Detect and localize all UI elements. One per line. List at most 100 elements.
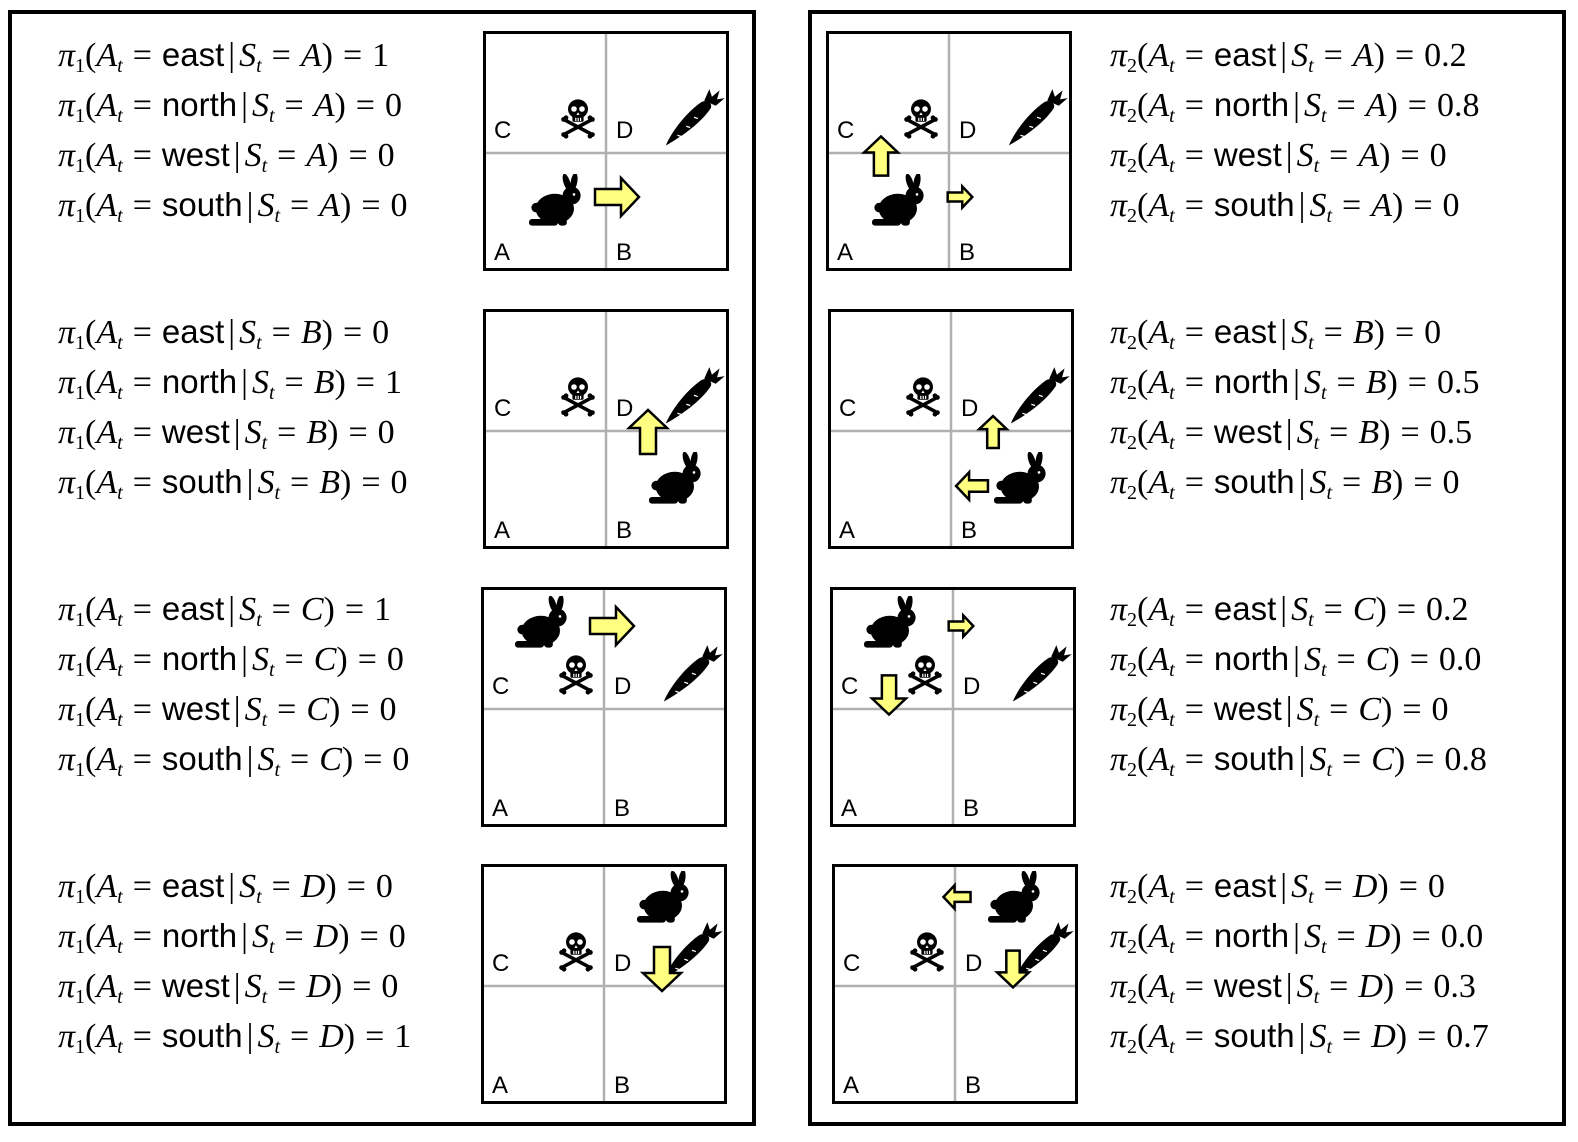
time-subscript: t bbox=[117, 482, 123, 504]
action-variable: A bbox=[96, 414, 118, 451]
state-variable: S bbox=[239, 37, 257, 74]
open-paren: ( bbox=[1137, 968, 1149, 1005]
open-paren: ( bbox=[1137, 591, 1149, 628]
time-subscript: t bbox=[268, 936, 275, 958]
cell-label-c: C bbox=[839, 395, 856, 422]
state-variable: S bbox=[1309, 464, 1327, 501]
open-paren: ( bbox=[1137, 37, 1149, 74]
close-paren: ) bbox=[1393, 741, 1406, 778]
equals-sign: = bbox=[355, 364, 375, 401]
cell-label-d: D bbox=[961, 395, 978, 422]
probability-value: 0.0 bbox=[1440, 918, 1484, 955]
state-variable: S bbox=[244, 968, 262, 1005]
time-subscript: t bbox=[1169, 709, 1175, 731]
cell-label-b: B bbox=[616, 517, 632, 544]
arrow-icon bbox=[625, 408, 671, 456]
policy-index: 1 bbox=[75, 986, 86, 1008]
action-variable: A bbox=[96, 918, 118, 955]
equals-sign: = bbox=[1417, 1018, 1437, 1055]
equals-sign: = bbox=[1323, 37, 1343, 74]
action-variable: A bbox=[1148, 414, 1170, 451]
policy-equation: π1(At=west|St=D)=0 bbox=[58, 963, 398, 1009]
equals-sign: = bbox=[1407, 87, 1427, 124]
equals-sign: = bbox=[1336, 918, 1356, 955]
given-bar: | bbox=[241, 87, 248, 124]
close-paren: ) bbox=[327, 414, 339, 451]
action-name: north bbox=[1213, 917, 1290, 954]
action-name: south bbox=[1213, 186, 1295, 223]
rabbit-icon bbox=[872, 174, 924, 226]
time-subscript: t bbox=[1320, 382, 1327, 404]
cell-label-c: C bbox=[837, 117, 854, 144]
state-name: D bbox=[1358, 968, 1383, 1005]
state-variable: S bbox=[251, 364, 269, 401]
action-variable: A bbox=[1148, 691, 1170, 728]
given-bar: | bbox=[1280, 591, 1288, 628]
probability-value: 0 bbox=[379, 691, 397, 728]
equals-sign: = bbox=[1323, 591, 1343, 628]
open-paren: ( bbox=[85, 314, 97, 351]
cell-label-b: B bbox=[614, 1072, 630, 1099]
time-subscript: t bbox=[1169, 55, 1175, 77]
probability-value: 0.2 bbox=[1424, 37, 1467, 74]
action-variable: A bbox=[1148, 968, 1170, 1005]
given-bar: | bbox=[1298, 1018, 1306, 1055]
open-paren: ( bbox=[1137, 741, 1149, 778]
action-name: east bbox=[161, 590, 225, 627]
state-variable: S bbox=[1309, 741, 1327, 778]
pi-symbol: π bbox=[58, 918, 76, 955]
carrot-icon bbox=[1014, 921, 1075, 980]
time-subscript: t bbox=[261, 709, 268, 731]
state-variable: S bbox=[251, 641, 269, 678]
probability-value: 1 bbox=[394, 1018, 412, 1055]
cell-label-a: A bbox=[843, 1072, 859, 1099]
action-variable: A bbox=[96, 187, 118, 224]
action-variable: A bbox=[96, 968, 118, 1005]
equals-sign: = bbox=[1394, 37, 1415, 74]
equals-sign: = bbox=[1336, 364, 1356, 401]
equals-sign: = bbox=[132, 741, 152, 778]
cell-label-d: D bbox=[965, 950, 982, 977]
pi-symbol: π bbox=[1110, 691, 1128, 728]
state-variable: S bbox=[1303, 641, 1321, 678]
state-variable: S bbox=[244, 137, 262, 174]
time-subscript: t bbox=[1169, 986, 1175, 1008]
equals-sign: = bbox=[290, 1018, 310, 1055]
action-variable: A bbox=[1148, 464, 1170, 501]
cell-label-a: A bbox=[494, 517, 510, 544]
policy-equation: π1(At=north|St=B)=1 bbox=[58, 359, 402, 405]
given-bar: | bbox=[233, 137, 241, 174]
close-paren: ) bbox=[334, 364, 346, 401]
open-paren: ( bbox=[85, 741, 97, 778]
pi-symbol: π bbox=[1110, 364, 1128, 401]
pi-symbol: π bbox=[1110, 37, 1128, 74]
action-name: south bbox=[1213, 740, 1295, 777]
probability-value: 0 bbox=[377, 137, 395, 174]
probability-value: 0 bbox=[1442, 464, 1460, 501]
state-variable: S bbox=[257, 187, 275, 224]
policy-equation: π1(At=north|St=D)=0 bbox=[58, 913, 406, 959]
time-subscript: t bbox=[1169, 205, 1175, 227]
pi-symbol: π bbox=[1110, 641, 1128, 678]
probability-value: 0 bbox=[1429, 137, 1447, 174]
pi-symbol: π bbox=[58, 314, 76, 351]
policy-index: 2 bbox=[1127, 105, 1138, 127]
policy-index: 1 bbox=[75, 205, 86, 227]
given-bar: | bbox=[241, 918, 248, 955]
equals-sign: = bbox=[284, 364, 304, 401]
open-paren: ( bbox=[85, 591, 97, 628]
time-subscript: t bbox=[1320, 105, 1327, 127]
action-name: north bbox=[1213, 363, 1290, 400]
equals-sign: = bbox=[1184, 314, 1204, 351]
state-name: D bbox=[1352, 868, 1378, 905]
state-variable: S bbox=[244, 691, 262, 728]
state-name: A bbox=[1371, 187, 1392, 224]
state-name: D bbox=[313, 918, 339, 955]
equals-sign: = bbox=[132, 137, 152, 174]
state-name: C bbox=[1365, 641, 1389, 678]
state-variable: S bbox=[1296, 691, 1314, 728]
equals-sign: = bbox=[277, 968, 297, 1005]
given-bar: | bbox=[1280, 314, 1288, 351]
